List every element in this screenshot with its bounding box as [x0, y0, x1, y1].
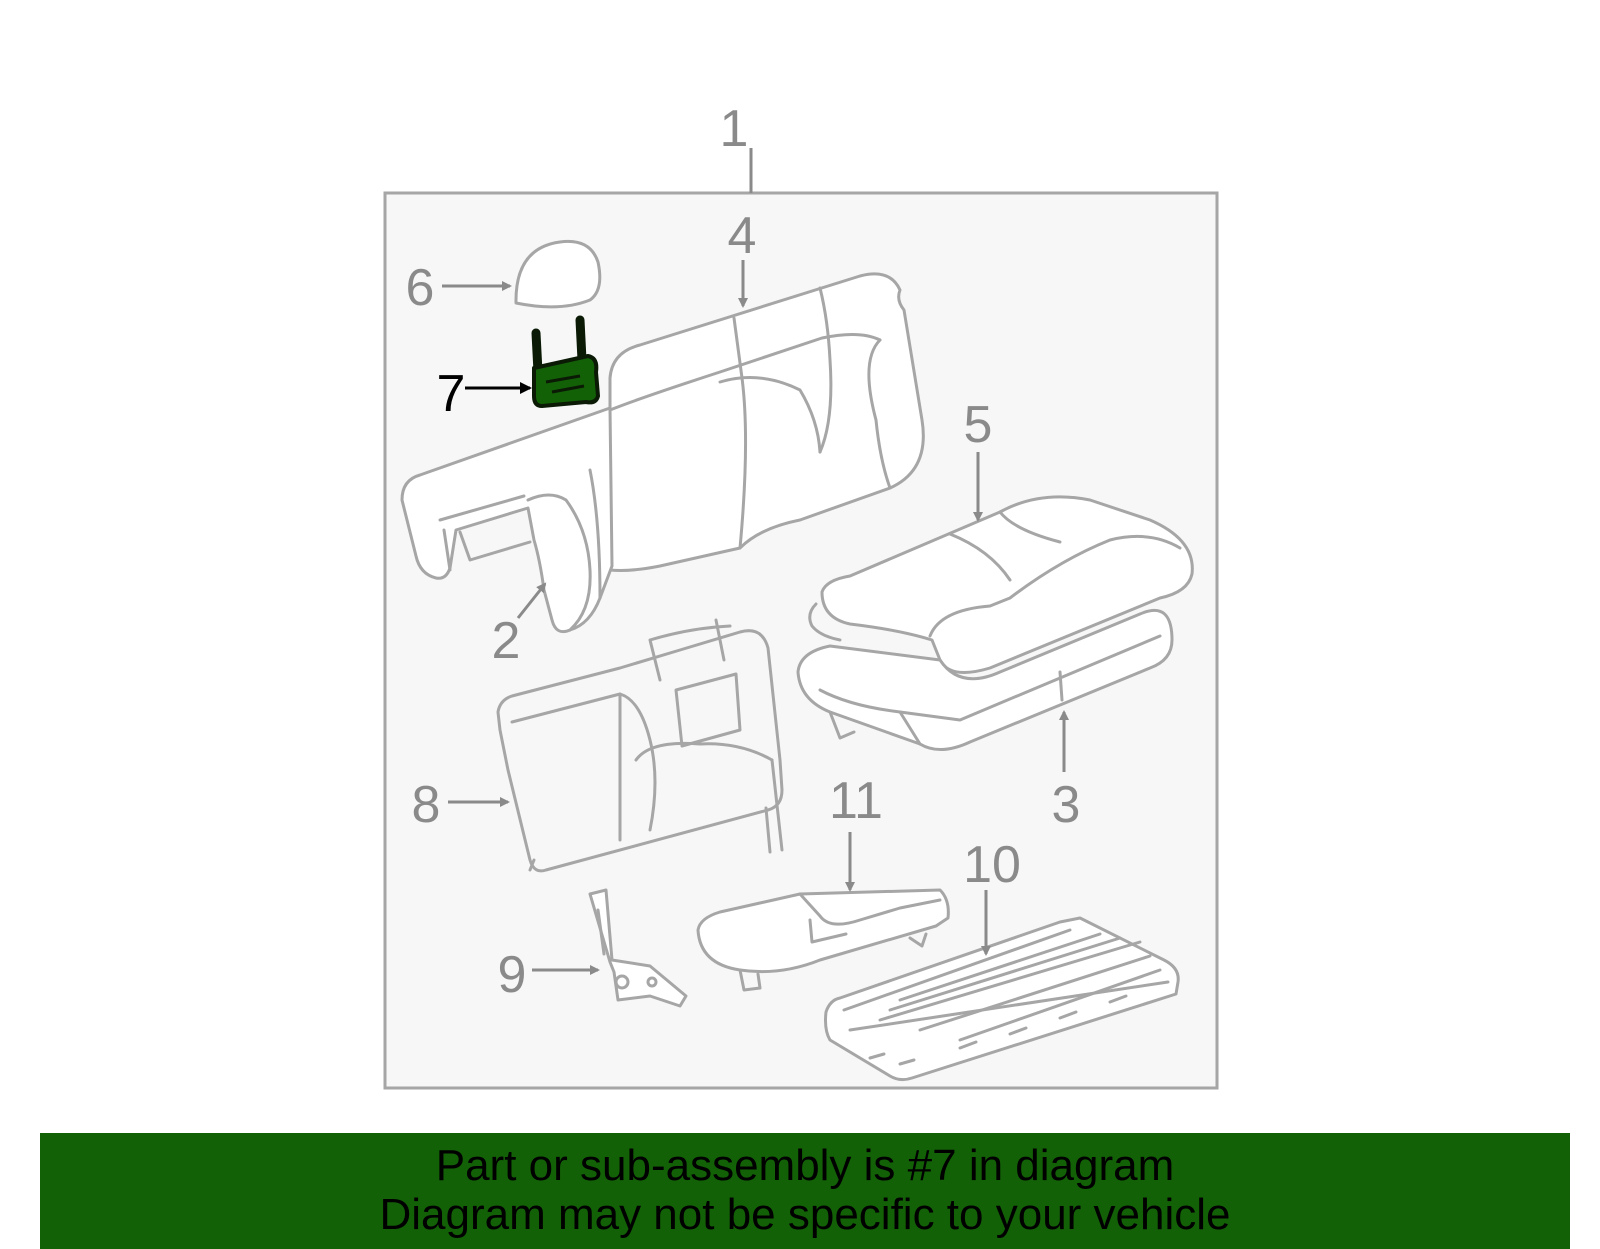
callout-4[interactable]: 4	[728, 207, 757, 265]
part-4-seat-back[interactable]	[608, 272, 925, 572]
part-3-seat-cushion-base[interactable]	[796, 608, 1174, 751]
callout-6[interactable]: 6	[406, 259, 435, 317]
callout-11[interactable]: 11	[829, 772, 883, 830]
callout-10[interactable]: 10	[963, 836, 1021, 894]
callout-5[interactable]: 5	[964, 396, 993, 454]
callout-7[interactable]: 7	[437, 365, 466, 423]
part-10-seat-pan[interactable]	[824, 916, 1180, 1082]
part-8-seat-back-frame[interactable]	[496, 618, 784, 873]
part-6-headrest[interactable]	[514, 239, 602, 309]
banner-line-1: Part or sub-assembly is #7 in diagram	[435, 1141, 1175, 1190]
callout-1[interactable]: 1	[720, 100, 749, 158]
leader-line-2	[516, 582, 547, 619]
parts-diagram: 1 6 7 4 2 5	[383, 100, 1219, 1090]
part-5-seat-cushion[interactable]	[808, 495, 1194, 674]
callout-9[interactable]: 9	[498, 946, 527, 1004]
part-9-hinge-bracket[interactable]	[588, 888, 688, 1008]
callout-8[interactable]: 8	[412, 776, 441, 834]
info-banner: Part or sub-assembly is #7 in diagram Di…	[40, 1133, 1570, 1249]
banner-line-2: Diagram may not be specific to your vehi…	[379, 1190, 1231, 1239]
part-11-cushion-frame[interactable]	[696, 888, 950, 992]
callout-3[interactable]: 3	[1052, 776, 1081, 834]
part-7-headrest-guide[interactable]	[531, 315, 600, 408]
callout-2[interactable]: 2	[492, 612, 521, 670]
